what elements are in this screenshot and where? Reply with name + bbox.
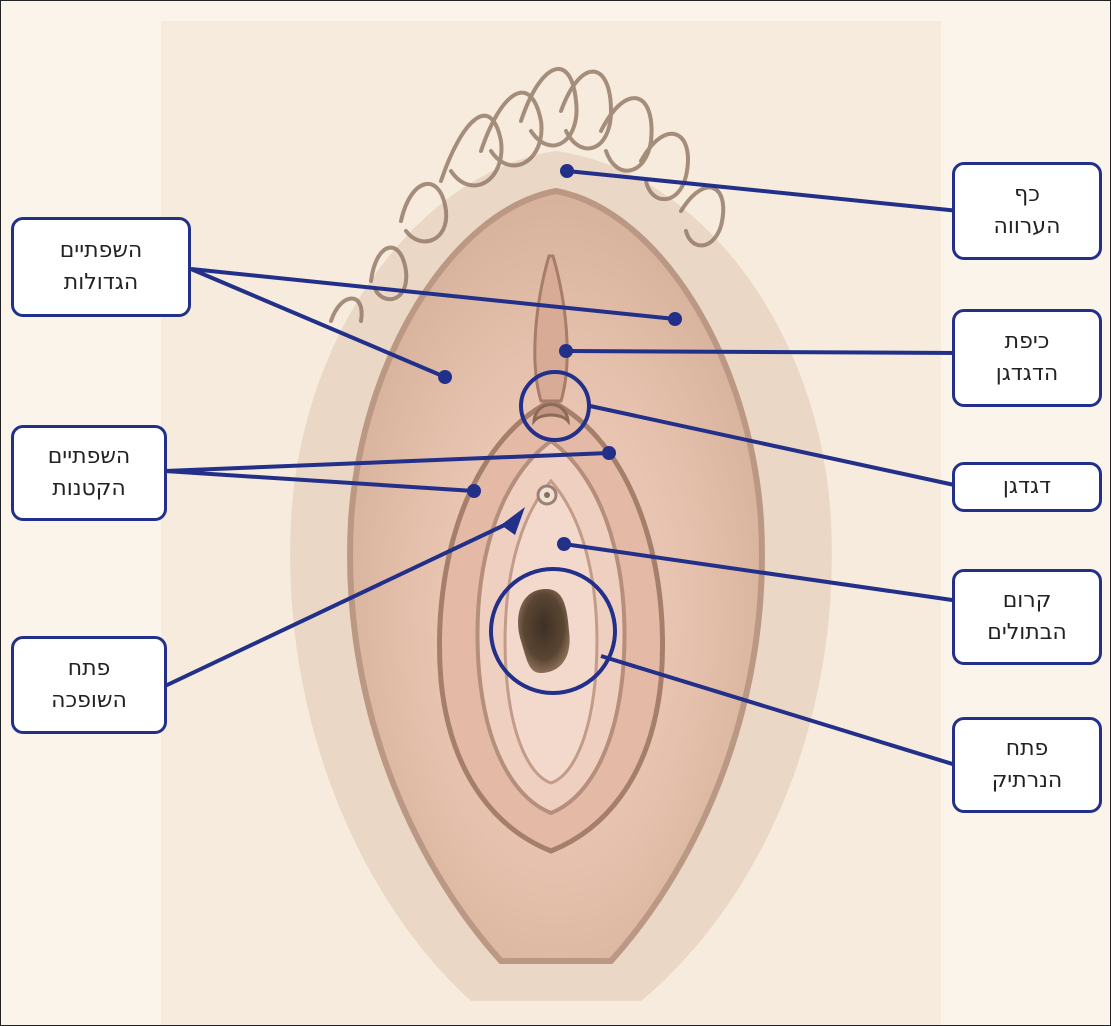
label-labia-majora-line2: הגדולות — [64, 267, 138, 299]
label-mons-line1: כף — [1014, 179, 1040, 211]
marker-hymen — [557, 537, 571, 551]
label-labia-minora-line2: הקטנות — [52, 473, 126, 505]
label-mons: כף הערווה — [952, 162, 1102, 260]
label-mons-line2: הערווה — [994, 211, 1061, 243]
label-labia-minora-line1: השפתיים — [48, 441, 131, 473]
marker-labia-majora-2 — [438, 370, 452, 384]
marker-labia-minora-1 — [602, 446, 616, 460]
label-vaginal-opening-line1: פתח — [1006, 733, 1049, 765]
label-clitoral-hood-line2: הדגדגן — [996, 358, 1059, 390]
label-hymen: קרום הבתולים — [952, 569, 1102, 665]
label-clitoris-line1: דגדגן — [1003, 471, 1051, 503]
marker-labia-minora-2 — [467, 484, 481, 498]
label-urethral-opening-line2: השופכה — [51, 685, 127, 717]
marker-labia-majora-1 — [668, 312, 682, 326]
label-urethral-opening: פתח השופכה — [11, 636, 167, 734]
label-hymen-line2: הבתולים — [987, 617, 1067, 649]
label-clitoris: דגדגן — [952, 462, 1102, 512]
label-clitoral-hood-line1: כיפת — [1005, 326, 1050, 358]
urethral-opening-dot — [544, 492, 550, 498]
label-vaginal-opening-line2: הנרתיק — [992, 765, 1063, 797]
label-labia-majora: השפתיים הגדולות — [11, 217, 191, 317]
label-urethral-opening-line1: פתח — [68, 653, 111, 685]
label-labia-minora: השפתיים הקטנות — [11, 425, 167, 521]
leader-clitoral-hood — [566, 351, 959, 353]
label-clitoral-hood: כיפת הדגדגן — [952, 309, 1102, 407]
label-vaginal-opening: פתח הנרתיק — [952, 717, 1102, 813]
marker-clitoral-hood — [559, 344, 573, 358]
marker-mons — [560, 164, 574, 178]
label-labia-majora-line1: השפתיים — [60, 235, 143, 267]
label-hymen-line1: קרום — [1003, 585, 1052, 617]
